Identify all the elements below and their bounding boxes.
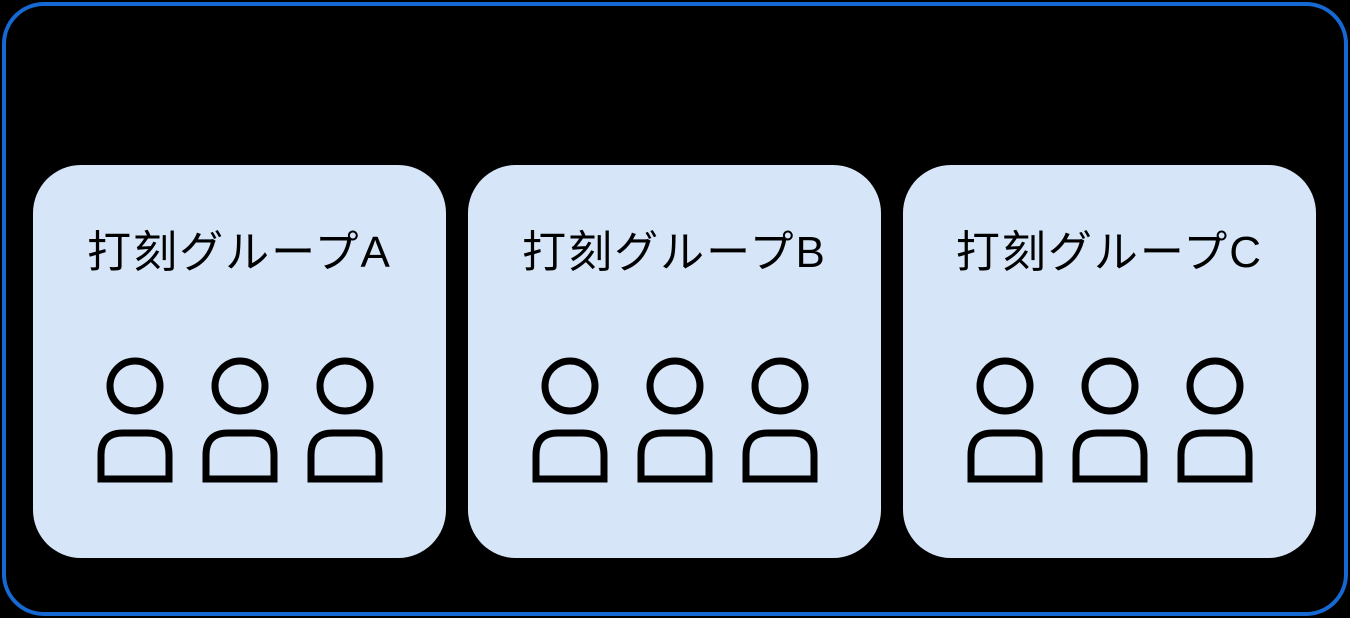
person-icon [532,357,607,483]
person-icon [97,357,172,483]
group-card-a: 打刻グループA [33,165,446,558]
person-icon [742,357,817,483]
group-c-members [967,357,1253,483]
person-icon [967,357,1042,483]
person-icon [1072,357,1147,483]
group-label-a: 打刻グループA [87,228,392,277]
group-label-b: 打刻グループB [522,228,827,277]
person-icon [637,357,712,483]
group-b-members [532,357,818,483]
person-icon [202,357,277,483]
person-icon [307,357,382,483]
groups-row: 打刻グループA 打刻グループB [33,165,1316,558]
person-icon [1177,357,1252,483]
group-a-members [97,357,383,483]
group-label-c: 打刻グループC [955,228,1264,277]
group-card-b: 打刻グループB [468,165,881,558]
group-card-c: 打刻グループC [903,165,1316,558]
